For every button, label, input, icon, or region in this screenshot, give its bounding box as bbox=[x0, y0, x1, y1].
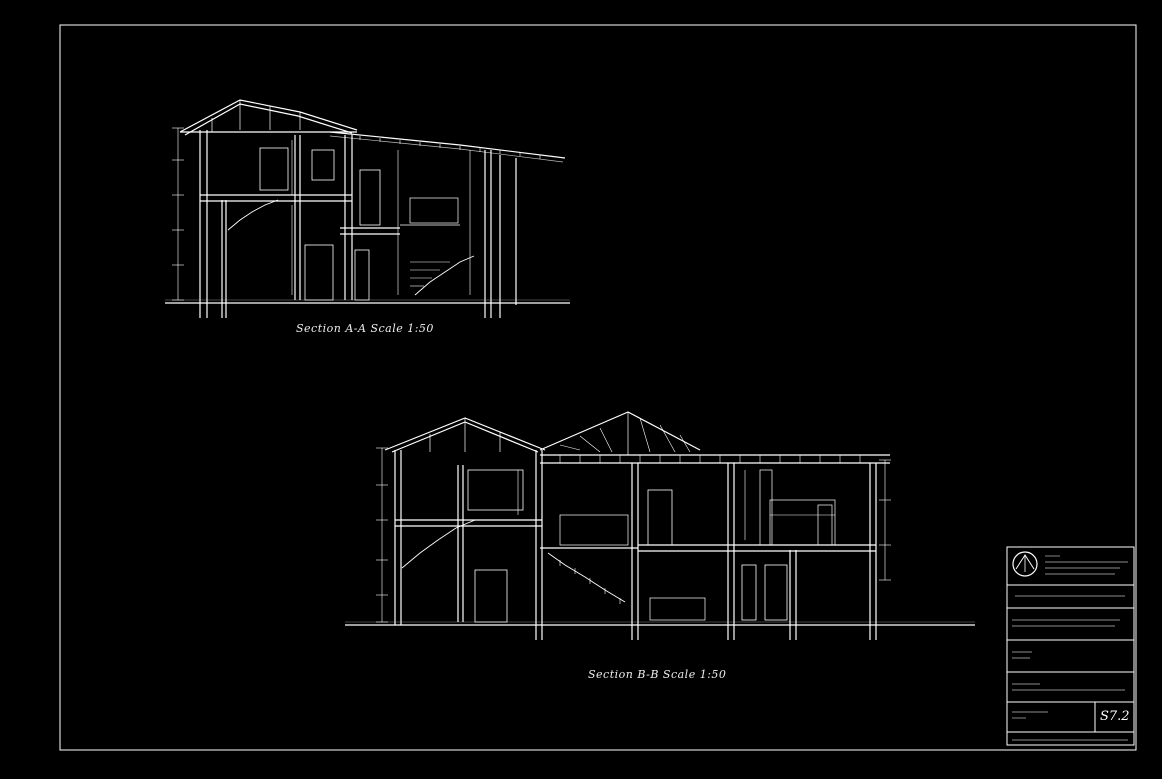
section-a-title: Section A-A Scale 1:50 bbox=[296, 322, 434, 335]
practice-seal-icon bbox=[1012, 551, 1038, 577]
title-block bbox=[1006, 546, 1135, 746]
section-a-drawing bbox=[165, 99, 570, 318]
section-b-title: Section B-B Scale 1:50 bbox=[588, 668, 727, 681]
section-b-drawing bbox=[345, 411, 975, 640]
sheet-border bbox=[59, 24, 1137, 751]
sheet-number: S7.2 bbox=[1100, 709, 1130, 724]
